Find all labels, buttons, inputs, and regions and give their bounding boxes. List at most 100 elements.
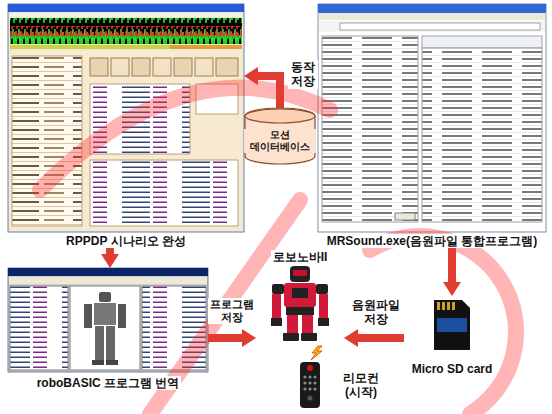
- robobasic-screenshot-part: [106, 326, 115, 360]
- mrsound-screenshot-part: [395, 213, 415, 220]
- rppdp-screenshot-part: [10, 26, 242, 36]
- mrsound-screenshot-part: [322, 36, 418, 222]
- edge-label: 프로그램 저장: [208, 298, 256, 324]
- node-caption: roboBASIC 프로그램 번역: [35, 376, 182, 390]
- rppdp-screenshot-part: [195, 58, 213, 76]
- rppdp-screenshot-part: [153, 58, 171, 76]
- robot-figure-part: [287, 315, 298, 333]
- rppdp-screenshot-part: [12, 56, 82, 226]
- sd-card-figure-part: [442, 302, 445, 310]
- node-caption: 로보노바II: [271, 250, 330, 264]
- mrsound-screenshot-part: [319, 21, 545, 32]
- remote-figure-part: [308, 387, 311, 390]
- cylinder-body: [245, 108, 315, 164]
- rppdp-screenshot-part: [10, 45, 170, 49]
- flow-arrow: [106, 248, 114, 254]
- rppdp-screenshot-part: [8, 4, 244, 12]
- watermark-strokes: [40, 88, 516, 414]
- remote-node: 리모컨 (시작): [296, 360, 392, 410]
- rppdp-screenshot-part: [111, 58, 129, 76]
- remote-figure-part: [303, 375, 306, 378]
- rppdp-screenshot-part: [132, 58, 150, 76]
- node-caption: Micro SD card: [410, 362, 495, 376]
- robobasic-screenshot: [8, 268, 208, 372]
- robot-figure-part: [272, 294, 281, 318]
- remote-figure-part: [308, 396, 313, 401]
- robot-figure-part: [293, 270, 307, 276]
- node-caption: 모션 데이터베이스: [244, 129, 316, 153]
- robot-figure-part: [290, 266, 310, 282]
- remote-figure-part: [300, 362, 320, 408]
- sd-card-figure-part: [437, 318, 467, 332]
- rppdp-screenshot-part: [170, 45, 242, 49]
- robobasic-screenshot-node: roboBASIC 프로그램 번역: [8, 268, 208, 390]
- robot-figure-part: [284, 283, 316, 307]
- sd-card-node: Micro SD card: [404, 296, 500, 376]
- robobasic-screenshot-part: [84, 304, 92, 328]
- flow-arrow: [448, 248, 456, 282]
- mrsound-screenshot-part: [422, 48, 542, 222]
- mrsound-screenshot-node: MRSound.exe(음원파일 통합프로그램): [318, 4, 546, 248]
- flow-arrow: [258, 76, 280, 108]
- mrsound-screenshot-part: [422, 36, 542, 48]
- remote-figure: [300, 362, 320, 408]
- edge-label: 동작 저장: [288, 60, 318, 89]
- robobasic-screenshot-part: [95, 326, 104, 360]
- robot-figure-part: [319, 294, 328, 318]
- node-caption: MRSound.exe(음원파일 통합프로그램): [325, 234, 540, 248]
- rppdp-screenshot-part: [90, 58, 108, 76]
- robobasic-screenshot-part: [10, 286, 68, 370]
- remote-figure-part: [308, 375, 311, 378]
- sd-card-figure-part: [437, 302, 440, 310]
- robobasic-screenshot-part: [94, 303, 116, 325]
- mrsound-screenshot: [318, 4, 546, 232]
- mrsound-screenshot-part: [319, 13, 545, 20]
- remote-figure-part: [303, 381, 306, 384]
- remote-figure-part: [303, 387, 306, 390]
- database-cylinder: 모션 데이터베이스: [244, 108, 316, 164]
- robot-figure-part: [302, 315, 313, 333]
- rppdp-screenshot-part: [90, 160, 238, 226]
- robobasic-screenshot-part: [92, 360, 104, 365]
- rppdp-screenshot-part: [10, 51, 242, 230]
- robot-figure-part: [283, 333, 299, 341]
- flow-arrow: [208, 334, 242, 342]
- cylinder-top: [245, 109, 315, 123]
- mrsound-screenshot-part: [318, 4, 546, 13]
- robot-figure-part: [272, 284, 284, 294]
- robot-figure-part: [286, 307, 314, 315]
- remote-figure-part: [313, 381, 316, 384]
- robot-node: 로보노바II: [256, 250, 344, 346]
- watermark-strokes-part: [40, 88, 330, 190]
- node-caption: RPPDP 시나리오 완성: [64, 234, 188, 248]
- robobasic-screenshot-part: [8, 268, 208, 372]
- robot-figure-part: [292, 288, 308, 298]
- lightning-symbol: [311, 346, 322, 360]
- sd-card-figure: [434, 300, 470, 350]
- robot-figure: [271, 266, 329, 341]
- sd-card-figure-part: [452, 302, 455, 310]
- rppdp-screenshot-part: [174, 58, 192, 76]
- robot-figure-part: [301, 333, 317, 341]
- sd-card-figure-part: [447, 302, 450, 310]
- remote-figure-part: [307, 365, 313, 371]
- rppdp-screenshot-part: [10, 13, 242, 17]
- node-caption: 리모컨 (시작): [334, 371, 388, 400]
- remote-figure-part: [313, 387, 316, 390]
- flow-arrow: [358, 334, 404, 342]
- edge-label: 음원파일 저장: [348, 298, 404, 327]
- mrsound-screenshot-part: [340, 23, 540, 30]
- remote-figure-part: [308, 381, 311, 384]
- rppdp-screenshot-part: [216, 58, 238, 76]
- robobasic-screenshot-part: [70, 286, 140, 370]
- mrsound-screenshot-part: [318, 4, 546, 232]
- robobasic-screenshot-part: [9, 277, 207, 284]
- robot-figure-part: [318, 318, 329, 326]
- robobasic-screenshot-part: [106, 360, 118, 365]
- robot-figure-part: [271, 318, 282, 326]
- sd-card-figure-part: [434, 300, 470, 350]
